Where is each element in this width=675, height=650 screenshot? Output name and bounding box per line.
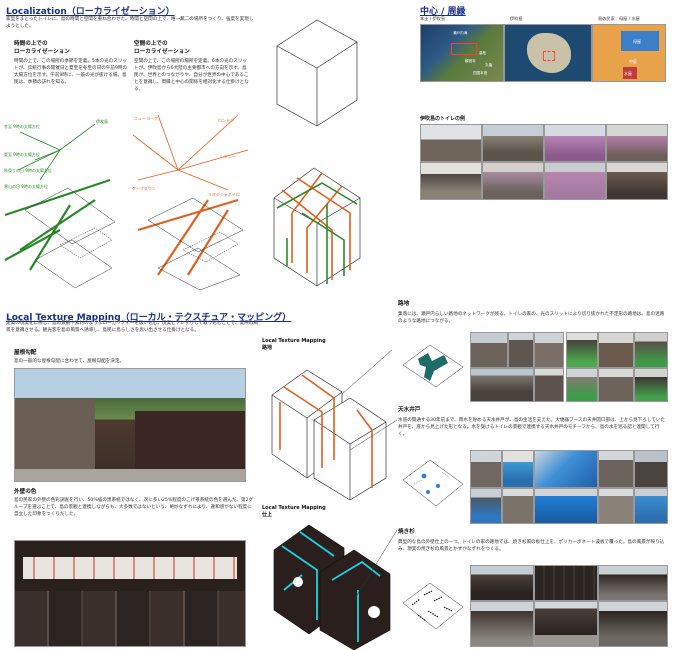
map-label-ibuki: 伊吹島 (510, 16, 523, 21)
label-winter: 冬至 9時の太陽方位 (4, 123, 40, 129)
yakisugi-text: 典型的な島の外壁仕上の一つ。トイレの家の路地では、焼き杉風の板仕上を、ポリカーボ… (398, 540, 665, 552)
roji-photo-10 (598, 368, 634, 402)
time-localization-diagram: 伊吹島 冬至 9時の太陽方位 夏至 9時の太陽方位 秋祭りの日 9時の太陽方位 … (4, 118, 116, 289)
yakisugi-photo-6 (598, 601, 668, 647)
roof-photo (14, 368, 246, 482)
model-label-roji: Local Texture Mapping 路地 (262, 338, 326, 351)
house-models-top (273, 19, 361, 287)
model-label-finish: Local Texture Mapping 仕上 (262, 505, 326, 518)
toilet-photo-2 (482, 124, 544, 162)
yakisugi-photo-1 (470, 565, 534, 601)
tensui-photo-5 (634, 450, 668, 488)
center-title: 中心 / 周縁 (420, 7, 466, 17)
toilet-photo-5 (420, 162, 482, 200)
roji-photo-7 (470, 368, 534, 402)
roji-photo-11 (634, 368, 668, 402)
label-autumn: 秋祭りの日 9時の太陽方位 (4, 167, 52, 173)
wall-text: 島の民家の外壁の色彩調査を行い、50%強の黒系統ではなく、次に多い25%程度のこ… (14, 498, 254, 517)
label-kanzan: 寒山の日 9時の太陽方位 (4, 183, 48, 189)
roji-diagram (402, 344, 464, 388)
localization-title: Localization（ローカライゼーション） (6, 7, 175, 17)
map-label-mainland: 本土 / 伊吹島 (420, 16, 446, 21)
tensui-photo-4 (598, 450, 634, 488)
roof-text: 島の一般的な屋根勾配に合わせて、屋根勾配を決定。 (14, 359, 125, 364)
tensui-photo-7 (502, 488, 534, 524)
yakisugi-photo-3 (598, 565, 668, 601)
yakisugi-photo-5 (534, 601, 598, 647)
tensui-text: 水道の開通する30年前まで、雨水を貯める天水井戸が、島の生活を支えた。大便器ブー… (398, 418, 666, 437)
roji-photo-1 (470, 332, 508, 368)
yakisugi-heading: 焼き杉 (398, 529, 415, 535)
house-models-bottom (271, 349, 398, 650)
label-capetown: ケープタウン (132, 185, 156, 191)
space-heading: 空間の上での ローカライゼーション (134, 41, 190, 55)
tensui-photo-3 (534, 450, 598, 488)
roof-heading: 屋根勾配 (14, 350, 37, 356)
tensui-diagram (402, 459, 464, 507)
map-ibuki (504, 24, 592, 82)
roji-photo-9 (566, 368, 598, 402)
label-newyork: ニューヨーク (134, 115, 158, 121)
roji-photo-5 (598, 332, 634, 368)
toilet-photo-3 (544, 124, 606, 162)
label-ibuki: 伊吹島 (96, 118, 108, 124)
wall-heading: 外壁の色 (14, 489, 37, 495)
label-rio: リオデジャネイロ (208, 191, 240, 197)
roji-photo-3 (534, 332, 564, 368)
tensui-photo-1 (470, 450, 502, 488)
time-text: 時間の上で、この場所の季節を定義。5本の光のスリットが、伝統行事の開催日と夏至を… (14, 59, 128, 85)
toilet-examples-title: 伊吹島のトイレの例 (420, 116, 466, 122)
tensui-photo-9 (598, 488, 634, 524)
roji-photo-8 (534, 368, 564, 402)
yakisugi-diagram (402, 582, 464, 630)
map-house: 母屋 中庭 水屋 (592, 24, 666, 82)
tensui-photo-2 (502, 450, 534, 488)
space-text: 空間の上で、この場所の場所を定義。6本の光のスリットが、伊吹島から6大陸の主要都… (134, 59, 249, 92)
toilet-photo-4 (606, 124, 668, 162)
label-sydney: シドニー (220, 154, 236, 159)
roji-photo-2 (508, 332, 534, 368)
localization-intro: 家型をまとったトイレに、島の時間と空間を重ね合わせた。時間と空間の上で、唯一無二… (6, 17, 254, 29)
roji-photo-6 (634, 332, 668, 368)
tensui-photo-8 (534, 488, 598, 524)
space-localization-diagram: ロンドン ニューヨーク シドニー ケープタウン リオデジャネイロ (132, 114, 249, 291)
tensui-photo-10 (634, 488, 668, 524)
roji-photo-4 (566, 332, 598, 368)
ltm-intro: 建築の現実化に際し、島の景観や素材のようなローカリティーを吸い込む。現実とテレず… (6, 321, 258, 333)
map-label-house: 島の民家 母屋 / 水屋 (598, 16, 640, 21)
tensui-heading: 天水井戸 (398, 407, 421, 413)
yakisugi-photo-4 (470, 601, 534, 647)
toilet-photo-8 (606, 162, 668, 200)
label-london: ロンドン (218, 118, 234, 123)
map-mainland: 瀬戸内海 高松 観音寺 丸亀 四国本島 (420, 24, 504, 82)
tensui-photo-6 (470, 488, 502, 524)
wall-color-survey (14, 540, 246, 647)
time-heading: 時間の上での ローカライゼーション (14, 41, 70, 55)
toilet-photo-6 (482, 162, 544, 200)
ltm-title: Local Texture Mapping（ローカル・テクスチュア・マッピング） (6, 313, 292, 323)
label-summer: 夏至 9時の太陽方位 (4, 151, 40, 157)
toilet-photo-1 (420, 124, 482, 162)
yakisugi-photo-2 (534, 565, 598, 601)
toilet-photo-7 (544, 162, 606, 200)
roji-heading: 路地 (398, 301, 410, 307)
roji-text: 集落には、瀬戸内らしい路地のネットワークが残る。トイレの家の、光のスリットにより… (398, 312, 665, 324)
